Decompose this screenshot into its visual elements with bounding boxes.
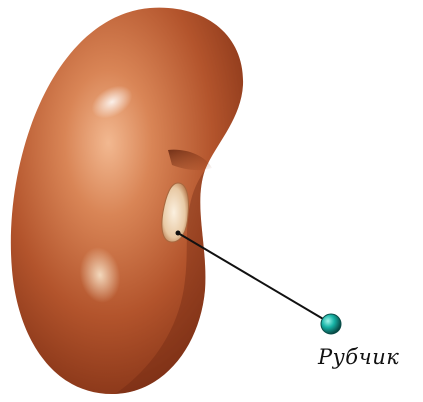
leader-start-dot <box>176 231 181 236</box>
hilum-label: Рубчик <box>318 345 399 369</box>
bean-body <box>11 8 243 394</box>
marker-dot <box>321 314 341 334</box>
